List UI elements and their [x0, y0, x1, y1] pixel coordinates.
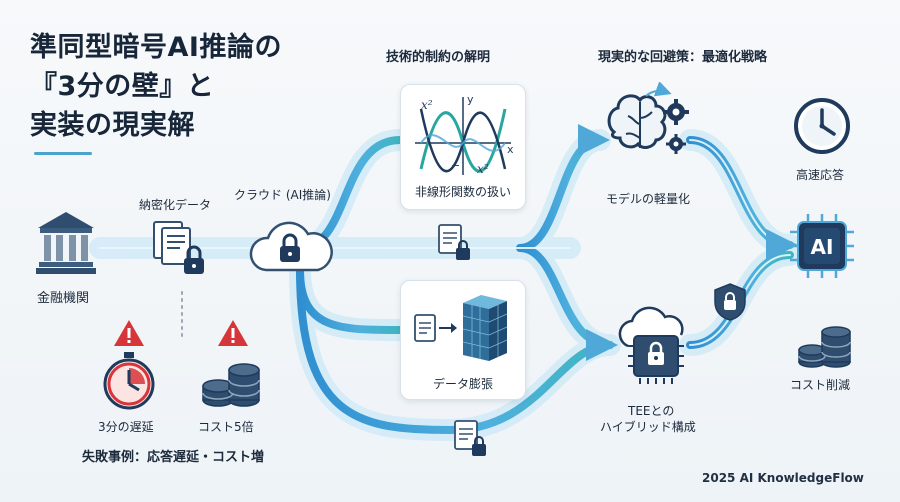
- ai-chip-icon: AI: [790, 214, 854, 278]
- tee-chip-icon: [618, 306, 684, 384]
- cube-icon: [462, 295, 508, 361]
- function-graph-icon: y x x² x² −: [415, 93, 514, 176]
- ai-chip-label: AI: [811, 235, 834, 259]
- cost-label: コスト5倍: [198, 420, 254, 434]
- arrow-right-icon: [439, 323, 457, 333]
- coins-icon: [202, 363, 260, 407]
- expansion-label: データ膨張: [432, 377, 493, 391]
- document-lock-icon: [454, 420, 486, 456]
- encrypted-data-label: 納密化データ: [139, 198, 212, 212]
- tee-label-line2: ハイブリッド構成: [600, 420, 696, 434]
- expansion-card: データ膨張: [400, 280, 526, 400]
- bank-label: 金融機関: [37, 291, 90, 306]
- title-underline: [34, 152, 92, 155]
- header-analysis: 技術的制約の解明: [386, 50, 491, 65]
- graph-y-label: y: [467, 93, 474, 106]
- document-lock-icon: [153, 221, 204, 274]
- warning-icon: [218, 320, 248, 346]
- graph-neg-label: −: [451, 159, 460, 172]
- warning-icon: [114, 320, 144, 346]
- graph-x2-top: x²: [421, 98, 433, 112]
- fast-response-label: 高速応答: [796, 168, 845, 182]
- graph-x2-bottom: x²: [477, 162, 489, 176]
- coins-icon: [798, 326, 851, 368]
- nonlinear-label: 非線形関数の扱い: [414, 185, 511, 199]
- footer-credit: 2025 AI KnowledgeFlow: [702, 471, 864, 485]
- document-icon: [414, 314, 436, 342]
- header-solution: 現実的な回避策：最適化戦略: [598, 50, 768, 65]
- cost-reduction-label: コスト削減: [790, 378, 851, 392]
- document-lock-icon: [438, 224, 470, 260]
- nonlinear-card: y x x² x² − 非線形関数の扱い: [400, 84, 526, 210]
- delay-label: 3分の遅延: [98, 420, 154, 434]
- graph-x-label: x: [507, 143, 514, 156]
- stopwatch-icon: [103, 352, 155, 410]
- brain-gears-icon: [607, 82, 689, 154]
- failure-summary: 失敗事例：応答遅延・コスト増: [82, 450, 265, 465]
- shield-lock-icon: [714, 283, 746, 321]
- model-light-label: モデルの軽量化: [606, 192, 691, 206]
- tee-label-line1: TEEとの: [628, 404, 675, 418]
- cloud-label: クラウド (AI推論): [234, 188, 331, 202]
- cloud-lock-icon: [249, 221, 333, 272]
- page-title: 準同型暗号AI推論の 『3分の壁』と 実装の現実解: [30, 32, 282, 141]
- bank-icon: [36, 212, 96, 274]
- expansion-graphic: [414, 295, 508, 361]
- clock-icon: [794, 98, 850, 154]
